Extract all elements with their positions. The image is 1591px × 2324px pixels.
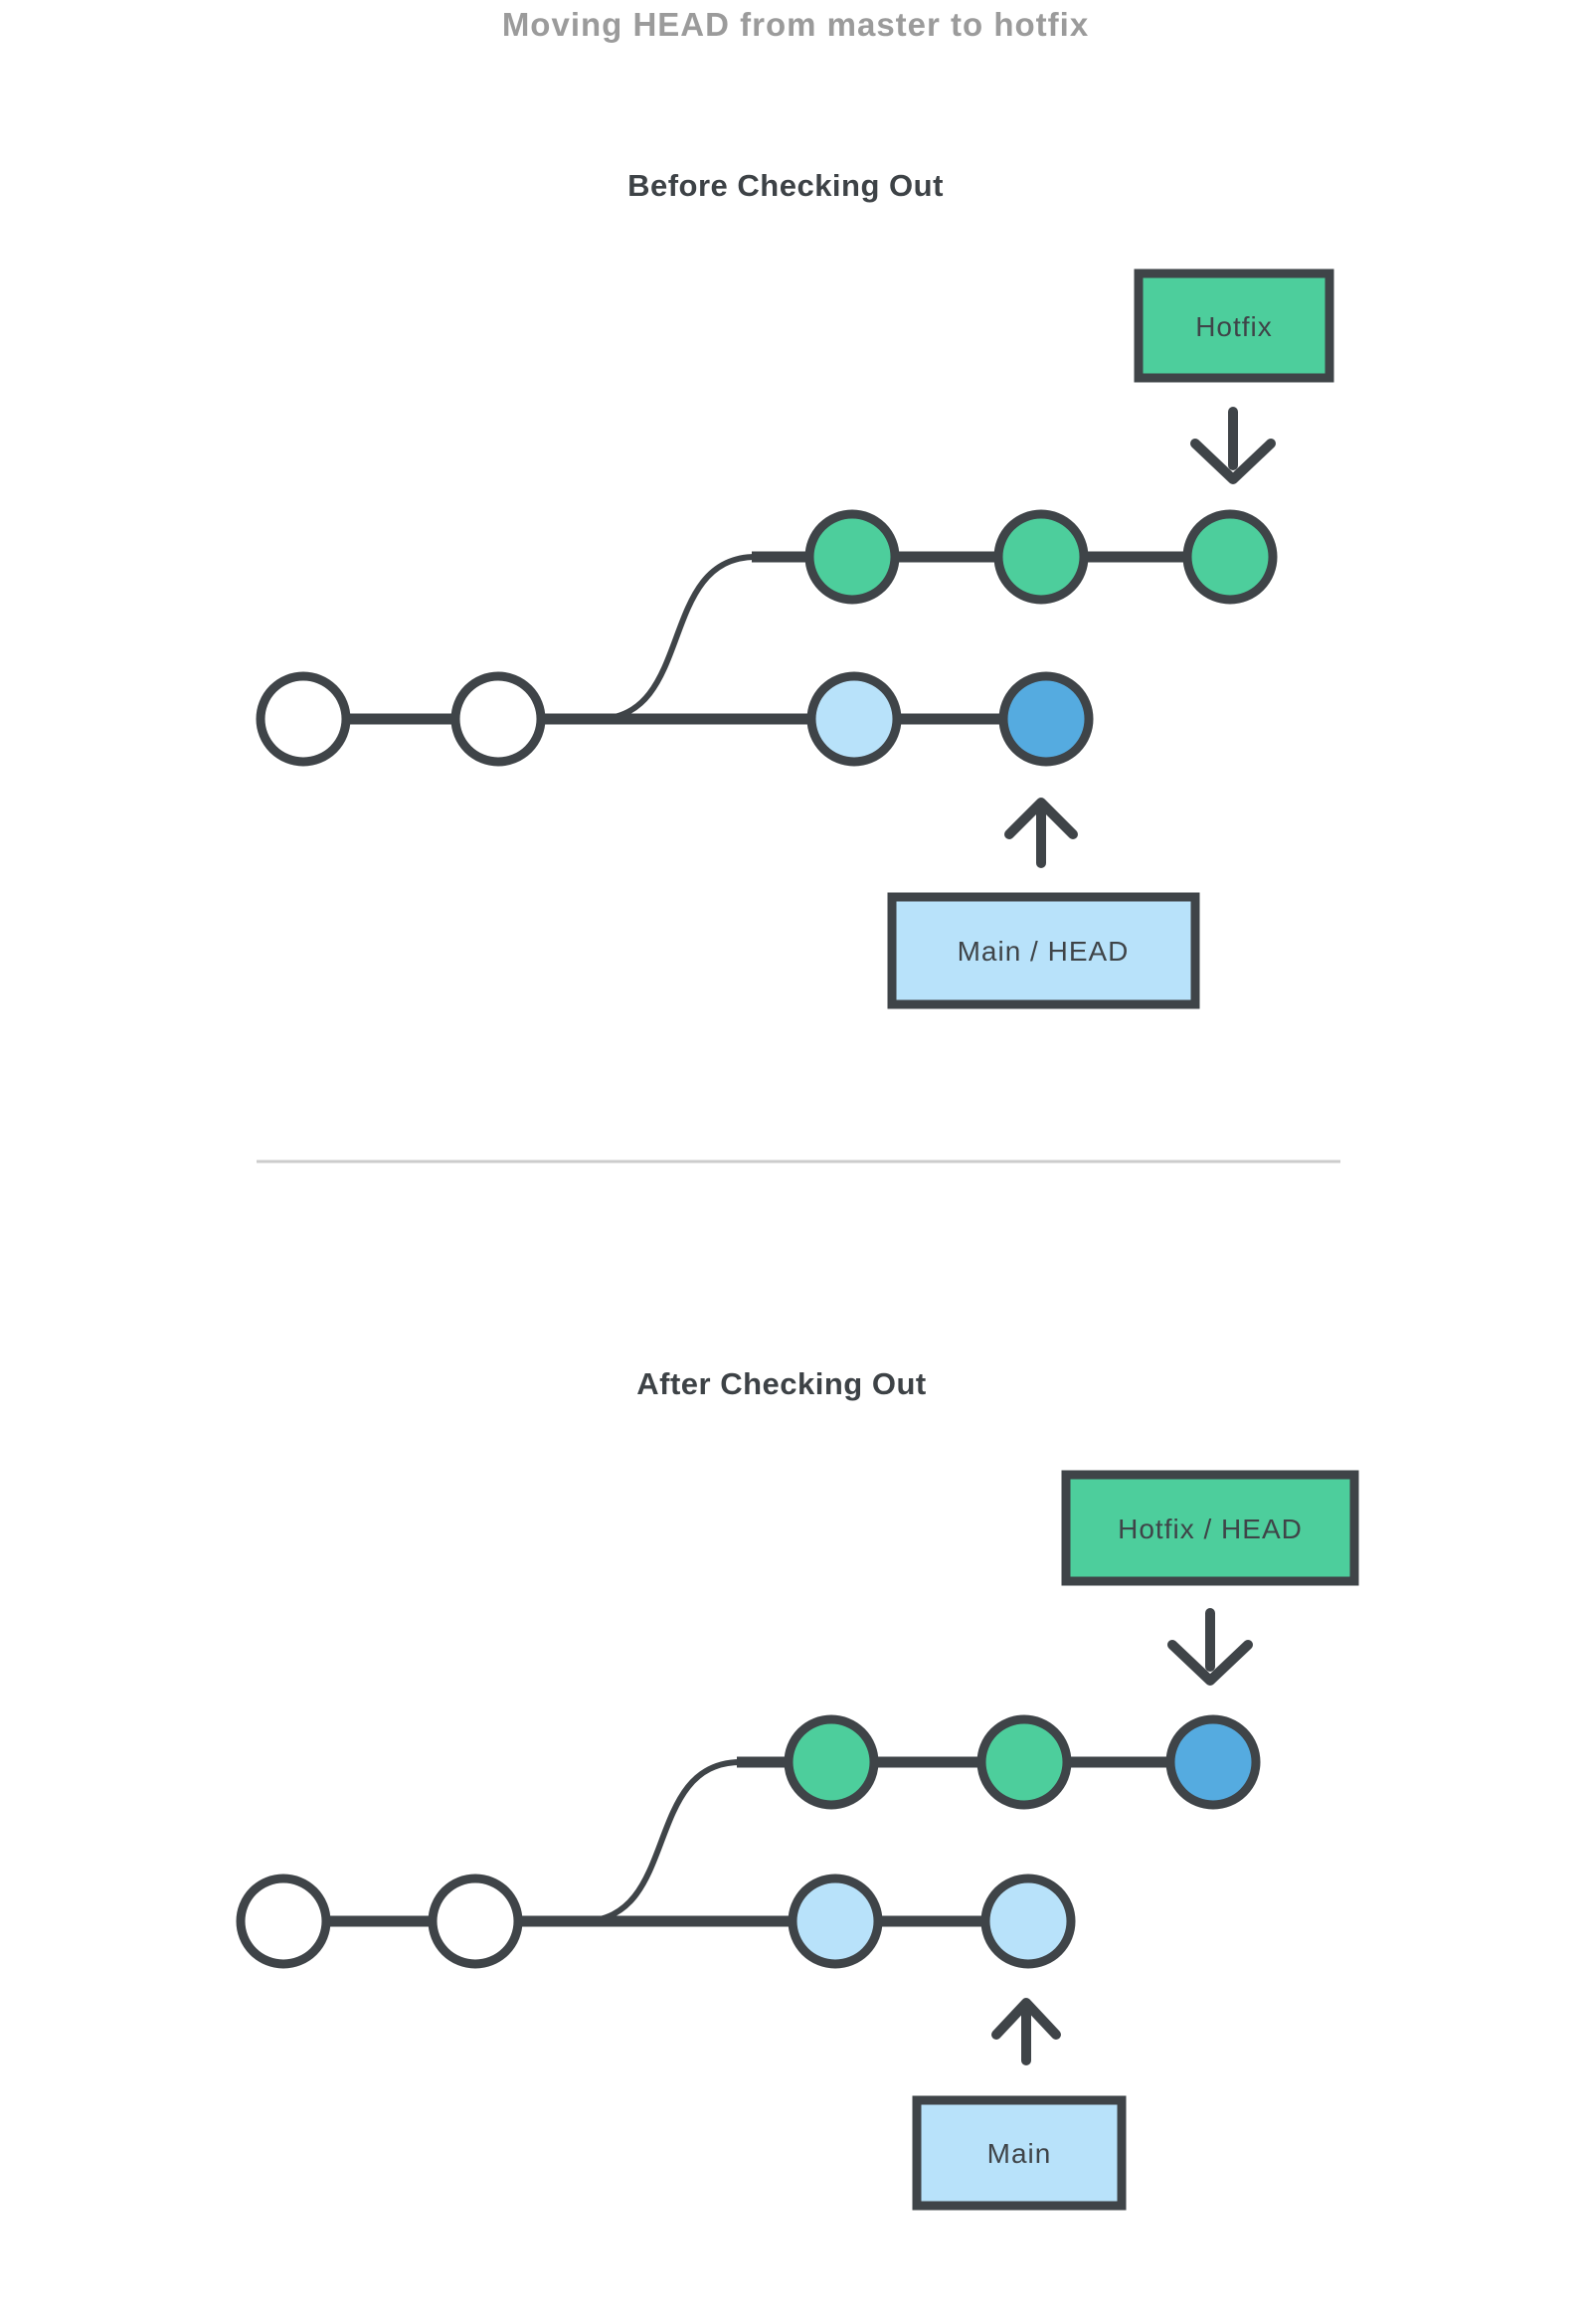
- commit-node-main-4-head: [998, 671, 1094, 767]
- main-head-label-box: [887, 892, 1200, 1009]
- arrow-up-icon: [991, 1998, 1061, 2065]
- commit-node-hotfix-1: [804, 509, 900, 605]
- arrow-head: [1004, 798, 1078, 839]
- panel-after: After Checking Out Hotfix / HEAD: [236, 1366, 1359, 2211]
- arrow-head: [991, 1998, 1061, 2040]
- commit-node-main-1: [236, 1874, 331, 1969]
- commit-node-hotfix-3-head: [1165, 1714, 1261, 1810]
- commit-node-main-3: [806, 671, 902, 767]
- commit-node-main-3: [788, 1874, 883, 1969]
- panel-before: Before Checking Out Hotfix: [256, 168, 1334, 1009]
- main-label-box: [912, 2095, 1127, 2211]
- commit-node-hotfix-1: [784, 1714, 879, 1810]
- commit-node-hotfix-2: [993, 509, 1089, 605]
- commit-node-main-4: [980, 1874, 1076, 1969]
- arrow-down-icon: [1167, 1608, 1253, 1686]
- arrow-up-icon: [1004, 798, 1078, 868]
- commit-node-main-2: [428, 1874, 523, 1969]
- commit-node-hotfix-3: [1182, 509, 1278, 605]
- hotfix-head-label-box: [1061, 1470, 1359, 1586]
- branch-curve: [596, 554, 757, 722]
- arrow-down-icon: [1190, 407, 1276, 484]
- main-label-text: Main: [987, 2138, 1052, 2169]
- hotfix-label-box: [1134, 268, 1334, 383]
- commit-node-hotfix-2: [976, 1714, 1072, 1810]
- page-title: Moving HEAD from master to hotfix: [502, 6, 1089, 43]
- panel-before-heading: Before Checking Out: [627, 168, 944, 203]
- hotfix-label-text: Hotfix: [1195, 311, 1273, 342]
- arrow-head: [1167, 1640, 1253, 1686]
- main-head-label-text: Main / HEAD: [958, 936, 1130, 967]
- hotfix-head-label-text: Hotfix / HEAD: [1118, 1514, 1303, 1544]
- panel-after-heading: After Checking Out: [636, 1366, 926, 1401]
- commit-node-main-1: [256, 671, 351, 767]
- branch-curve: [581, 1759, 742, 1924]
- commit-node-main-2: [450, 671, 546, 767]
- arrow-head: [1190, 439, 1276, 484]
